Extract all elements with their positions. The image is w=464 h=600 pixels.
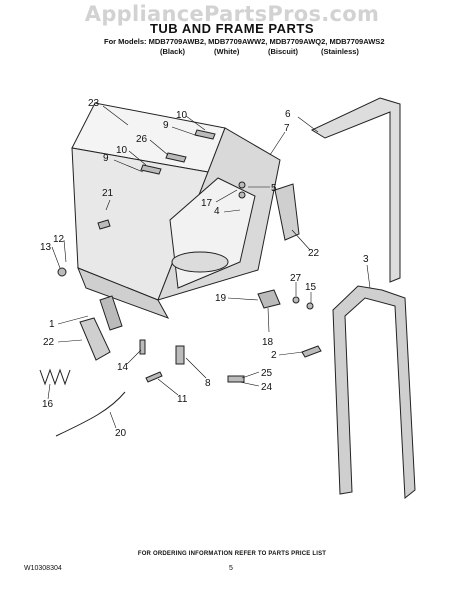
callout-18: 18 <box>262 337 274 348</box>
finish-label-white: (White) <box>214 47 240 56</box>
bracket-26 <box>165 152 187 163</box>
bracket-10-mid <box>140 164 162 175</box>
tub-gasket <box>332 285 416 499</box>
callout-22: 22 <box>43 337 55 348</box>
finish-label-stainless: (Stainless) <box>321 47 359 56</box>
finish-label-biscuit: (Biscuit) <box>268 47 298 56</box>
page-number: 5 <box>229 565 233 572</box>
callout-21: 21 <box>102 188 114 199</box>
callout-13: 13 <box>40 242 52 253</box>
screw-2 <box>301 345 322 358</box>
hinge-bracket-left <box>79 317 111 361</box>
model-list: For Models: MDB7709AWB2, MDB7709AWW2, MD… <box>104 37 385 46</box>
callout-27: 27 <box>290 273 302 284</box>
callout-labels: 23 10 9 26 10 9 21 6 7 5 17 4 22 13 12 3… <box>40 98 369 439</box>
door-spring <box>39 368 71 386</box>
bolt-11 <box>145 371 163 383</box>
hinge-bracket-19 <box>257 289 281 309</box>
callout-23: 23 <box>88 98 100 109</box>
hinge-arm <box>99 295 123 331</box>
callout-4: 4 <box>214 206 220 217</box>
screw-15 <box>306 302 314 310</box>
callout-15: 15 <box>305 282 317 293</box>
callout-10: 10 <box>176 110 188 121</box>
callout-24: 24 <box>261 382 273 393</box>
nut-5a <box>238 181 246 189</box>
clip-8 <box>175 345 185 365</box>
callout-8: 8 <box>205 378 211 389</box>
screw-13 <box>57 267 67 277</box>
callout-22: 22 <box>308 248 320 259</box>
page-title: TUB AND FRAME PARTS <box>149 21 315 36</box>
callout-14: 14 <box>117 362 129 373</box>
leveling-leg <box>139 339 146 355</box>
callout-5: 5 <box>271 183 277 194</box>
drain-clip <box>227 375 245 383</box>
finish-label-black: (Black) <box>160 47 186 56</box>
callout-12: 12 <box>53 234 65 245</box>
callout-10: 10 <box>116 145 128 156</box>
screw-27 <box>292 296 300 304</box>
callout-2: 2 <box>271 350 277 361</box>
callout-9: 9 <box>163 120 169 131</box>
side-bracket-right <box>274 183 300 241</box>
watermark: AppliancePartsPros.com <box>84 2 380 26</box>
callout-19: 19 <box>215 293 227 304</box>
callout-20: 20 <box>115 428 127 439</box>
leader-lines <box>47 105 371 429</box>
callout-9: 9 <box>103 153 109 164</box>
ordering-note: FOR ORDERING INFORMATION REFER TO PARTS … <box>137 551 327 557</box>
callout-17: 17 <box>201 198 213 209</box>
callout-3: 3 <box>363 254 369 265</box>
door-cable <box>55 391 126 437</box>
document-number: W10308304 <box>24 565 62 572</box>
callout-16: 16 <box>42 399 54 410</box>
callout-1: 1 <box>49 319 55 330</box>
bracket-10-top <box>194 129 216 140</box>
callout-11: 11 <box>177 394 188 405</box>
tub-assembly <box>71 102 281 319</box>
door-gasket <box>310 97 401 283</box>
callout-25: 25 <box>261 368 273 379</box>
nut-5b <box>238 191 246 199</box>
callout-6: 6 <box>285 109 291 120</box>
callout-7: 7 <box>284 123 290 134</box>
callout-26: 26 <box>136 134 148 145</box>
